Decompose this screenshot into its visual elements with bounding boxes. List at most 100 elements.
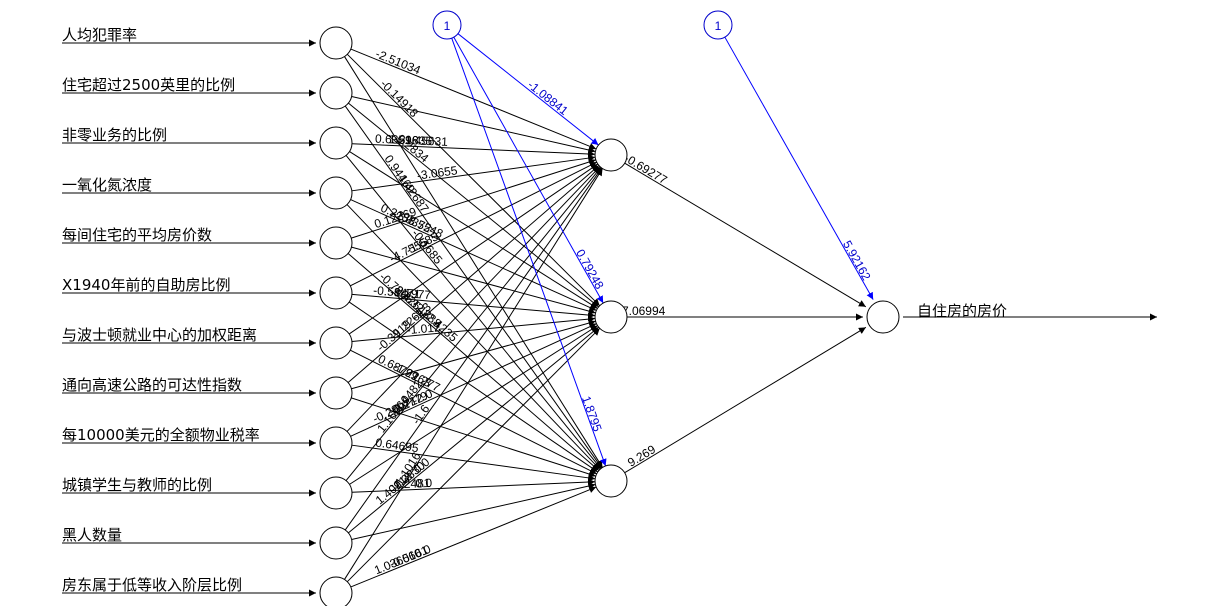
edge-input-7-hidden-2 (351, 397, 596, 478)
input-hidden-weight-label: -3.0655 (416, 163, 459, 182)
edge-input-0-hidden-1 (346, 53, 601, 307)
edge-input-8-hidden-0 (346, 166, 601, 432)
edge-input-9-hidden-0 (345, 167, 602, 481)
edge-input-3-hidden-2 (346, 204, 601, 470)
bias-hidden-weight-label: -1.08841 (525, 78, 571, 119)
edge-input-1-hidden-0 (351, 96, 596, 154)
input-hidden-weight-label: -1.012 (406, 320, 442, 337)
input-label: 房东属于低等收入阶层比例 (62, 576, 242, 594)
edge-input-5-hidden-2 (348, 301, 599, 473)
input-hidden-weight-label: -0.14918 (378, 77, 422, 121)
input-hidden-weight-label: -1.2481 (389, 476, 431, 492)
input-label: 非零业务的比例 (62, 126, 167, 144)
edge-input-4-hidden-1 (351, 246, 596, 315)
bias-node-2 (703, 10, 733, 40)
input-hidden-weight-label: -1.1977 (390, 285, 432, 303)
hidden-output-weight-label: -0.69277 (622, 151, 670, 187)
edge-input-4-hidden-0 (351, 158, 596, 239)
bias-edge-output (724, 36, 874, 300)
edge-input-2-hidden-2 (345, 155, 602, 469)
input-hidden-weight-label: 0.0 (412, 542, 433, 561)
edge-input-11-hidden-0 (344, 168, 603, 580)
input-node (319, 76, 353, 110)
edge-layer (62, 33, 1157, 597)
hidden-output-weight-label: 9.269 (625, 442, 658, 470)
bias-edge-hidden-2 (451, 38, 607, 467)
input-hidden-weight-label: -2.51034 (373, 47, 422, 78)
edge-input-3-hidden-1 (350, 199, 597, 311)
edge-input-10-hidden-2 (351, 482, 596, 540)
edge-input-9-hidden-1 (349, 325, 598, 485)
bias-edge-hidden-0 (457, 33, 599, 146)
input-hidden-weight-label: 1.03606 (372, 548, 418, 577)
input-node (319, 426, 353, 460)
edge-input-8-hidden-1 (350, 323, 597, 437)
input-node (319, 26, 353, 60)
output-node (866, 300, 900, 334)
input-label: 住宅超过2500英里的比例 (62, 76, 235, 94)
input-label: 城镇学生与教师的比例 (62, 476, 212, 494)
edge-input-2-hidden-1 (349, 151, 598, 309)
input-label: 人均犯罪率 (62, 26, 137, 44)
bias-node-label: 1 (444, 19, 451, 33)
input-node (319, 376, 353, 410)
label-layer: 人均犯罪率住宅超过2500英里的比例非零业务的比例一氧化氮浓度每间住宅的平均房价… (62, 26, 1007, 594)
input-label: 一氧化氮浓度 (62, 176, 152, 194)
edge-input-6-hidden-1 (351, 315, 596, 342)
input-node (319, 176, 353, 210)
edge-input-11-hidden-2 (350, 486, 597, 588)
input-label: 每间住宅的平均房价数 (62, 226, 212, 244)
edge-input-2-hidden-0 (351, 143, 596, 158)
hidden-node-2 (594, 300, 628, 334)
edge-input-10-hidden-0 (344, 167, 603, 531)
edge-input-3-hidden-0 (351, 154, 596, 192)
bias-edge-hidden-1 (453, 36, 604, 304)
edge-input-6-hidden-2 (350, 349, 597, 475)
bias-output-weight-label: 5.92162 (840, 238, 874, 283)
input-node (319, 526, 353, 560)
input-label: 与波士顿就业中心的加权距离 (62, 326, 257, 344)
bias-node-label: 1 (715, 19, 722, 33)
edge-input-10-hidden-1 (348, 326, 599, 534)
input-label: 通向高速公路的可达性指数 (62, 376, 242, 394)
input-label: X1940年前的自助房比例 (62, 276, 230, 294)
input-hidden-weight-label: 0.94469 (382, 152, 419, 196)
bias-hidden-weight-label: 0.79248 (573, 247, 607, 292)
input-hidden-weight-label: 0.63596 (375, 132, 419, 148)
input-hidden-weight-label: 0.64695 (375, 435, 420, 455)
edge-input-0-hidden-2 (344, 56, 603, 468)
edge-input-8-hidden-2 (351, 444, 596, 482)
bias-hidden-weight-label: 1.8795 (579, 394, 605, 434)
input-node (319, 326, 353, 360)
input-node (319, 126, 353, 160)
edge-input-11-hidden-1 (346, 327, 601, 583)
edge-input-6-hidden-0 (348, 163, 599, 335)
output-label: 自住房的房价 (917, 302, 1007, 320)
input-hidden-weight-label: -1.45631 (400, 133, 448, 149)
edge-input-4-hidden-2 (347, 253, 600, 471)
edge-input-5-hidden-1 (351, 293, 596, 319)
input-label: 每10000美元的全额物业税率 (62, 426, 260, 444)
hidden-node-3 (594, 464, 628, 498)
edge-input-1-hidden-2 (344, 105, 603, 469)
edge-input-1-hidden-1 (348, 102, 599, 308)
edge-hidden-0-output (624, 162, 867, 308)
input-hidden-weight-label: 0.0 (415, 476, 433, 491)
input-hidden-weight-label: 1.61835 (388, 132, 432, 148)
input-node (319, 576, 353, 606)
edge-input-9-hidden-2 (351, 478, 596, 493)
edge-hidden-2-output (624, 326, 867, 474)
edge-input-5-hidden-0 (350, 161, 597, 287)
input-hidden-weight-label: -0.58471 (373, 283, 422, 301)
hidden-output-weight-label: 7.06994 (622, 304, 666, 318)
input-node (319, 226, 353, 260)
edge-input-7-hidden-1 (351, 319, 596, 390)
bias-node-1 (432, 10, 462, 40)
hidden-node-1 (594, 138, 628, 172)
input-node (319, 276, 353, 310)
input-hidden-weight-label: -4.7555 (387, 235, 430, 266)
input-node (319, 476, 353, 510)
input-label: 黑人数量 (62, 526, 122, 544)
